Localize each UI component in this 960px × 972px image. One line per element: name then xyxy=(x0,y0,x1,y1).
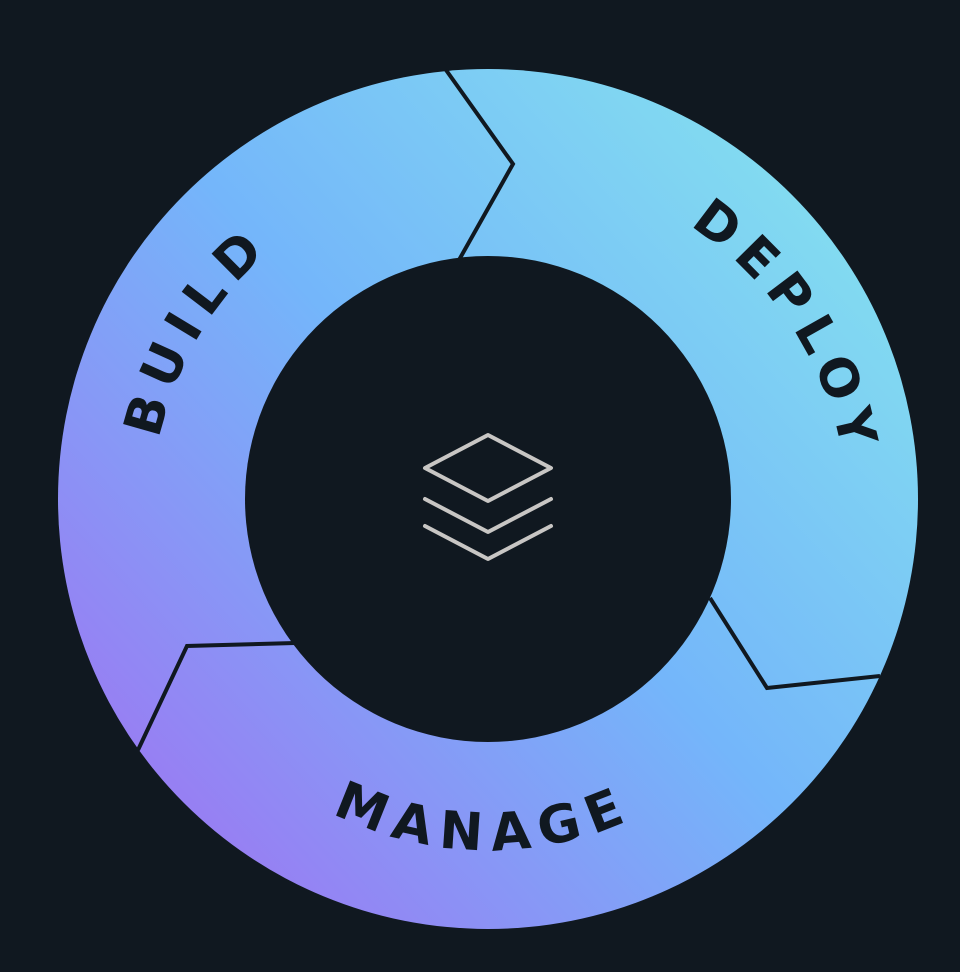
divider-deploy-manage xyxy=(708,596,881,691)
divider-manage-build xyxy=(136,641,296,751)
stacked-layers-icon xyxy=(423,433,553,561)
divider-build-deploy xyxy=(444,68,516,261)
